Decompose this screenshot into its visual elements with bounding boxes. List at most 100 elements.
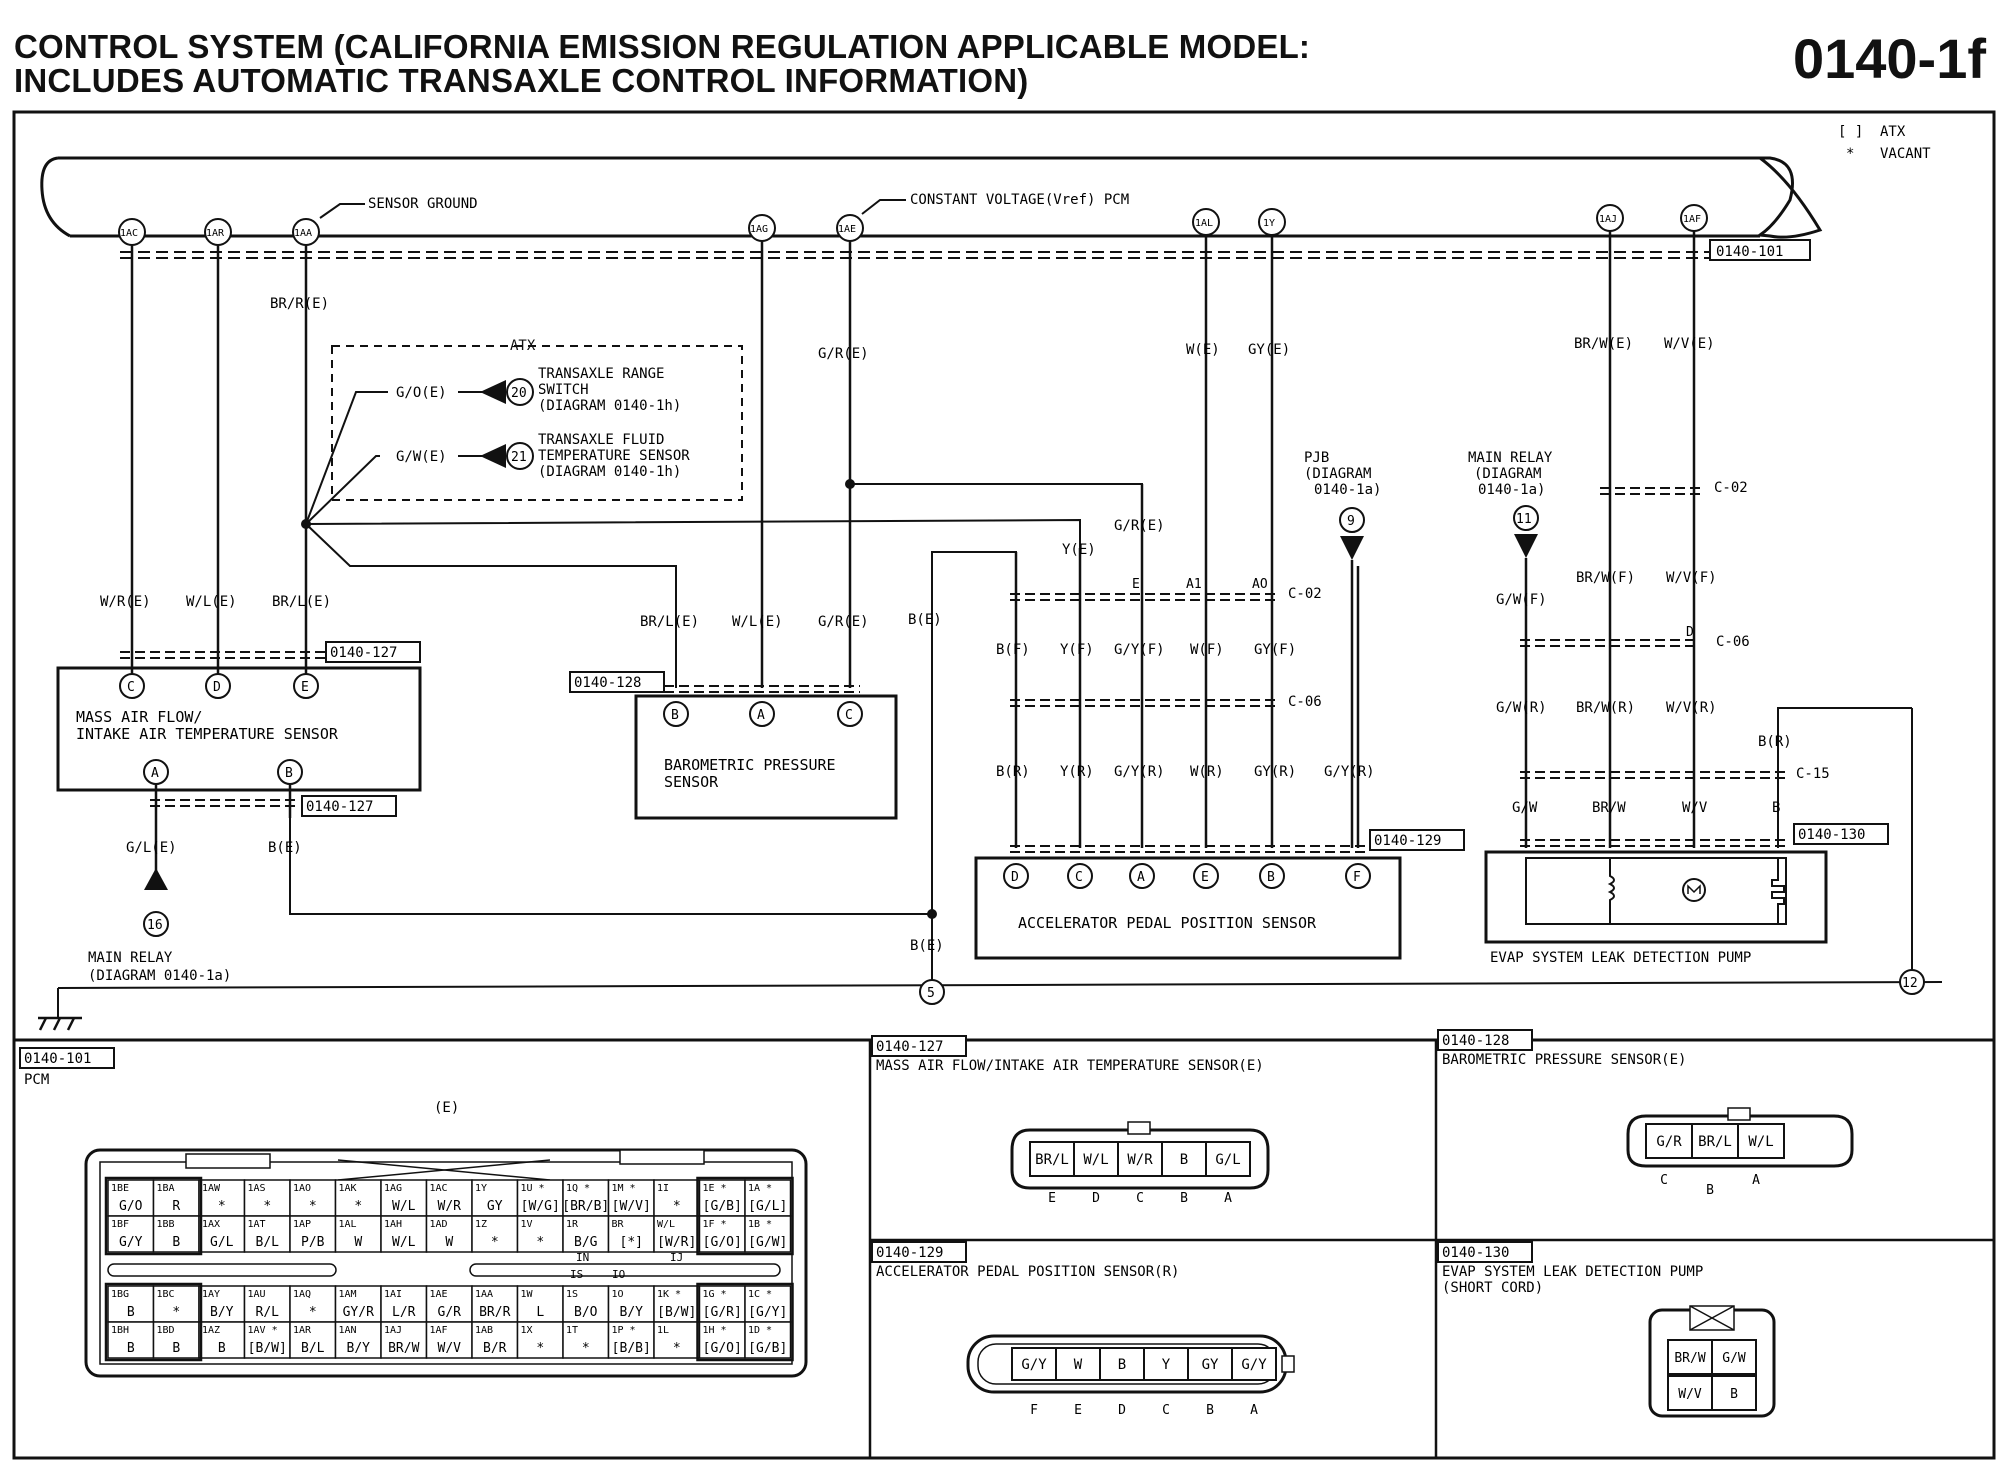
mr11-num-circle	[1513, 505, 1539, 531]
pcm-pin-id: 1AT	[248, 1219, 266, 1230]
pjb-label-2: (DIAGRAM	[1304, 466, 1371, 482]
evap-label: EVAP SYSTEM LEAK DETECTION PUMP	[1490, 950, 1751, 966]
pcm-pin-wire: B	[172, 1235, 180, 1250]
baro-pin-b: B	[671, 708, 679, 723]
wire-w-v: W/V	[1682, 800, 1708, 816]
evap-ref: 0140-130	[1798, 827, 1865, 843]
tft-label-3: (DIAGRAM 0140-1h)	[538, 464, 681, 480]
legend-atx-symbol: [ ]	[1838, 124, 1863, 140]
pcm-pin-id: 1P *	[612, 1325, 636, 1336]
pcm-pin-wire: *	[309, 1305, 317, 1320]
pcm-pin-grid-upper: 1BEG/O1BAR1AW*1AS*1AO*1AK*1AGW/L1ACW/R1Y…	[104, 1176, 794, 1256]
maf-pin-c: C	[127, 680, 135, 695]
pcm-connector-outline	[84, 1148, 808, 1378]
baro-label-1: BAROMETRIC PRESSURE	[664, 756, 836, 774]
outer-frame	[12, 110, 1996, 1460]
app-panel-title: ACCELERATOR PEDAL POSITION SENSOR(R)	[876, 1264, 1179, 1280]
page-number: 0140-1f	[1792, 27, 1986, 90]
pjb-num-circle	[1339, 507, 1365, 533]
pcm-pin-wire: B/L	[256, 1235, 280, 1250]
evap-pump-box	[1484, 850, 1828, 944]
pcm-pin-id: 1AB	[475, 1325, 493, 1336]
conn-c06: C-06	[1288, 694, 1322, 710]
wire-g-r-e2: G/R(E)	[818, 614, 869, 630]
app-pin-c: C	[1075, 870, 1083, 885]
baro-connector-shell	[1626, 1114, 1854, 1168]
pcm-pin-wire: W/L	[392, 1235, 416, 1250]
wire-br-w: BR/W	[1592, 800, 1626, 816]
pcm-pin-cell	[744, 1179, 792, 1217]
terminal-1al-label: 1AL	[1195, 218, 1213, 229]
pcm-panel-ref: 0140-101	[24, 1051, 91, 1067]
mr11-label-3: 0140-1a)	[1478, 482, 1545, 498]
maf-wire-labels: W/R(E) W/L(E) BR/L(E)	[100, 594, 331, 610]
pcm-pin-wire: [B/W]	[248, 1341, 287, 1356]
baro-panel-ref-box	[1437, 1029, 1533, 1051]
pcm-pin-cell	[289, 1215, 337, 1253]
pcm-pin-cell	[562, 1285, 610, 1323]
maf-pins-top: C D E A B	[119, 673, 319, 785]
connector-cell	[1143, 1347, 1189, 1381]
wire-g-r-e3: G/R(E)	[1114, 518, 1165, 534]
pcm-pin-wire: B/R	[483, 1341, 507, 1356]
ground-wire	[57, 551, 1943, 1018]
pcm-pin-wire: *	[354, 1199, 362, 1214]
pcm-pin-cell	[698, 1179, 746, 1217]
terminal-1af-label: 1AF	[1683, 214, 1701, 225]
pcm-pin-id: 1V	[521, 1219, 533, 1230]
pcm-pin-id: 1AP	[293, 1219, 311, 1230]
pcm-pin-wire: BR/R	[479, 1305, 510, 1320]
pcm-pin-wire: BR/W	[388, 1341, 419, 1356]
pcm-pin-id: 1AU	[248, 1289, 266, 1300]
connector-cell	[1161, 1141, 1207, 1177]
pcm-pin-id: 1E *	[703, 1183, 727, 1194]
pcm-pin-cell	[107, 1215, 155, 1253]
pcm-pin-cell	[198, 1285, 246, 1323]
connector-cell	[1029, 1141, 1075, 1177]
pcm-pin-cell	[607, 1215, 655, 1253]
pcm-pin-cell	[289, 1321, 337, 1359]
pcm-pin-id: 1T	[566, 1325, 578, 1336]
wire-gy-f: GY(F)	[1254, 642, 1296, 658]
pcm-pin-id: 1AG	[384, 1183, 402, 1194]
app-pin-letter: D	[1118, 1403, 1126, 1418]
terminal-1ae-label: 1AE	[838, 224, 856, 235]
pcm-pin-id: 1D *	[748, 1325, 772, 1336]
main-relay-16-label2: (DIAGRAM 0140-1a)	[88, 968, 231, 984]
pcm-pin-id: 1U *	[521, 1183, 545, 1194]
evap-ref-box	[1793, 823, 1889, 845]
pcm-pin-cell	[516, 1179, 564, 1217]
pcm-mid-ij: IJ	[670, 1251, 683, 1264]
pcm-pin-wire: *	[536, 1341, 544, 1356]
pcm-pin-cell	[562, 1321, 610, 1359]
mr11-num: 11	[1516, 512, 1532, 527]
app-wire-labels-r: B(R) Y(R) G/Y(R) W(R) GY(R) G/Y(R)	[996, 764, 1375, 780]
conn-c02b: C-02	[1714, 480, 1748, 496]
pcm-pin-cell	[562, 1215, 610, 1253]
main-relay-16-num: 16	[147, 918, 163, 933]
evap-internals	[1607, 858, 1785, 924]
app-pin-b: B	[1267, 870, 1275, 885]
app-pin-letter: A	[1250, 1403, 1258, 1418]
vref-pointer	[861, 199, 906, 215]
evap-cell-wire: BR/W	[1674, 1351, 1705, 1366]
wire-b-e-low: B(E)	[268, 840, 302, 856]
pcm-pin-cell	[425, 1215, 473, 1253]
pcm-pin-wire: [G/L]	[748, 1199, 787, 1214]
pcm-ref-box	[1709, 239, 1811, 261]
connector-cell	[1231, 1347, 1277, 1381]
pcm-pin-wire: [*]	[620, 1235, 643, 1250]
pcm-atx-bracket	[696, 1282, 794, 1362]
pcm-pin-wire: GY	[487, 1199, 503, 1214]
app-pin-letter: E	[1074, 1403, 1082, 1418]
wire-a1-label: A1	[1186, 577, 1202, 592]
pcm-pin-cell	[471, 1215, 519, 1253]
pcm-pin-wire: [BR/B]	[562, 1199, 609, 1214]
pcm-pin-id: 1W	[521, 1289, 534, 1300]
pcm-pin-id: 1AN	[339, 1325, 357, 1336]
pcm-wires	[130, 231, 1696, 848]
pcm-pin-id: 1M *	[612, 1183, 636, 1194]
connector-cell-wire: BR/L	[1035, 1152, 1069, 1168]
